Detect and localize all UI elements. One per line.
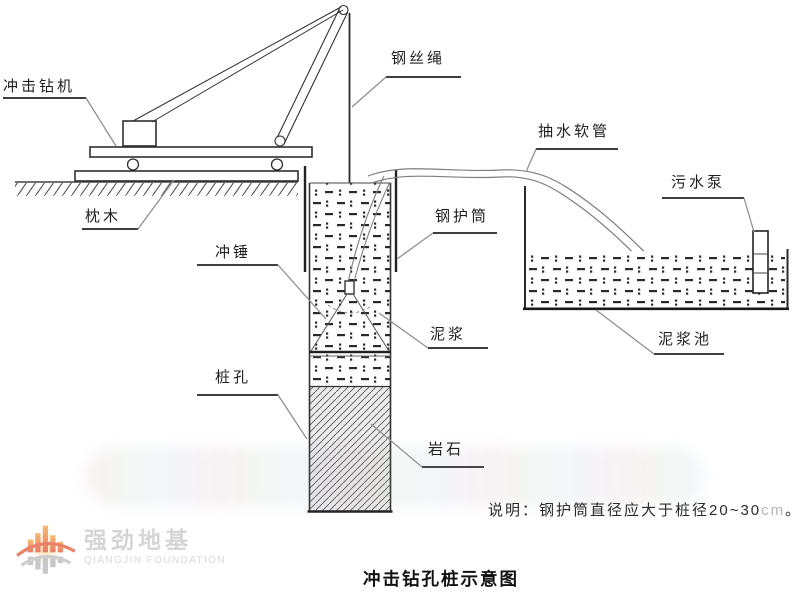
logo-swoosh-gray	[20, 555, 72, 567]
label-sleeper: 枕木	[85, 208, 122, 225]
label-pile-hole: 桩孔	[215, 369, 252, 386]
label-sewage-pump: 污水泵	[671, 174, 726, 191]
mud-pool-drawing	[523, 186, 789, 311]
impact-hammer-drawing	[310, 280, 390, 352]
label-wire-rope: 钢丝绳	[391, 50, 446, 67]
label-drill-rig: 冲击钻机	[3, 78, 76, 95]
watermark-smudge	[85, 447, 705, 507]
label-pump-hose: 抽水软管	[538, 123, 611, 140]
sewage-pump-drawing	[752, 230, 769, 294]
logo-bars	[27, 525, 64, 574]
label-rock: 岩石	[428, 441, 465, 458]
label-steel-casing: 钢护筒	[435, 208, 490, 225]
ground-surface	[15, 181, 298, 196]
label-mud-pool: 泥浆池	[658, 331, 713, 348]
note-body: 钢护筒直径应大于桩径20~30	[539, 502, 762, 519]
logo: 强劲地基 QIANGJIN FOUNDATION	[16, 514, 226, 580]
label-mud: 泥浆	[430, 326, 467, 343]
note-unit: cm	[761, 502, 786, 519]
leader-lines	[3, 76, 755, 468]
label-impact-hammer: 冲锤	[215, 244, 252, 261]
note-text: 说明：钢护筒直径应大于桩径20~30cm。	[488, 499, 800, 520]
drill-rig-drawing	[74, 4, 349, 182]
note-period: 。	[785, 502, 800, 519]
logo-en-text: QIANGJIN FOUNDATION	[84, 555, 226, 567]
logo-icon	[16, 525, 76, 574]
note-label: 说明：	[488, 502, 540, 519]
diagram-title: 冲击钻孔桩示意图	[363, 569, 519, 589]
logo-cn-text: 强劲地基	[84, 526, 192, 553]
logo-swoosh-red	[16, 542, 76, 557]
